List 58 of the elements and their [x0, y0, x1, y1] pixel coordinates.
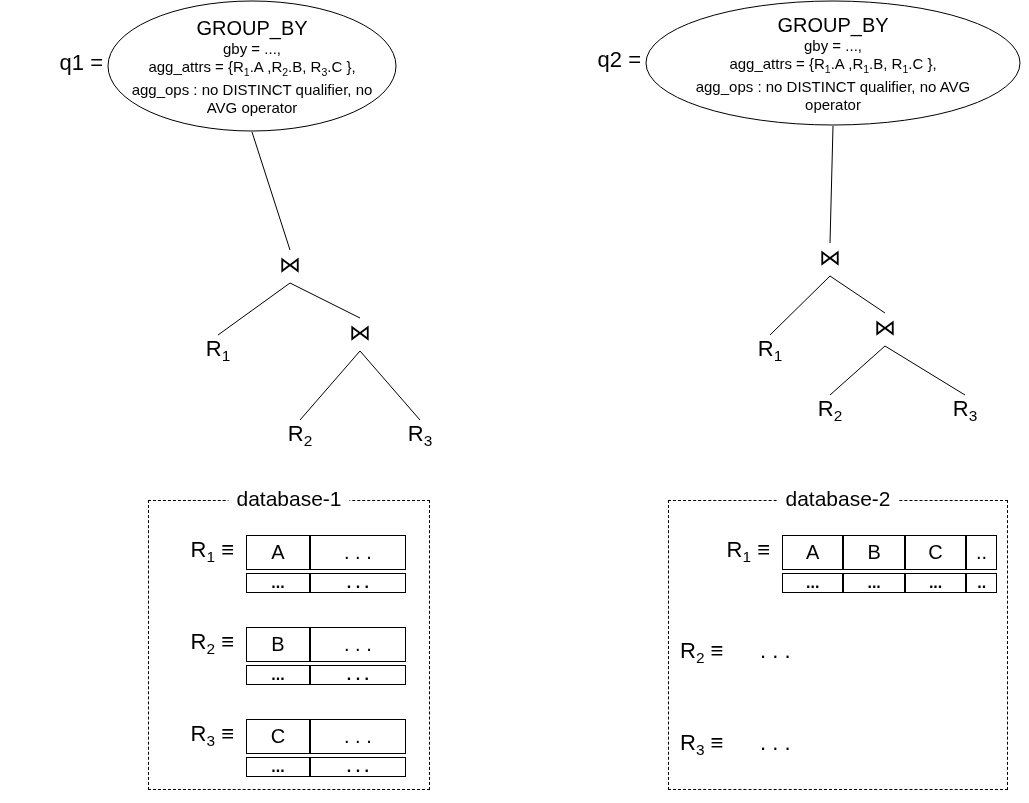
- table-cell: ...: [782, 573, 844, 593]
- table-cell: ..: [966, 573, 997, 593]
- ellipsis-text: . . .: [760, 730, 791, 756]
- table-cell: . . .: [309, 665, 406, 685]
- operator-parameter: gby = ...,: [804, 36, 862, 55]
- join-symbol: ⋈: [279, 252, 301, 278]
- beside-text: q1 =: [59, 50, 103, 76]
- relation-name: R$_{1}$: [205, 336, 231, 366]
- tree-line: [829, 125, 834, 244]
- tree-line: [251, 131, 291, 251]
- relation-label: R$_{3}$ ≡: [680, 730, 724, 760]
- table-cell: . . .: [309, 535, 406, 570]
- table-cell: A: [246, 535, 310, 570]
- operator-parameter: agg_attrs = {R$_{1}$.A ,R$_{2}$.B, R$_{3}$.C },: [148, 57, 356, 80]
- table-cell: ...: [904, 573, 967, 593]
- tree-line: [829, 345, 886, 396]
- operator-name: GROUP_BY: [196, 15, 308, 40]
- table-cell: ...: [246, 665, 310, 685]
- beside-text: R$_{2}$ ≡: [190, 629, 234, 659]
- beside-text: q2 =: [597, 47, 641, 73]
- operator-parameter: agg_ops : no DISTINCT qualifier, no AVG operator: [694, 77, 972, 114]
- table-cell: ...: [246, 573, 310, 593]
- table-cell: B: [246, 627, 310, 662]
- beside-text: R$_{1}$ ≡: [190, 537, 234, 567]
- join-symbol: ⋈: [819, 245, 841, 271]
- tree-line: [829, 275, 886, 314]
- relation-name: R$_{2}$: [287, 421, 313, 451]
- join-symbol: ⋈: [874, 315, 896, 341]
- tree-line: [769, 275, 831, 336]
- tree-line: [884, 345, 966, 396]
- table-cell: . . .: [309, 573, 406, 593]
- table-cell: C: [246, 719, 310, 754]
- ellipsis-text: . . .: [760, 638, 791, 664]
- beside-text: R$_{3}$ ≡: [190, 721, 234, 751]
- operator-parameter: agg_attrs = {R$_{1}$.A ,R$_{1}$.B, R$_{1}$.C },: [729, 54, 937, 77]
- table-cell: C: [904, 535, 967, 570]
- table-cell: . . .: [309, 757, 406, 777]
- relation-label: R$_{2}$ ≡: [680, 638, 724, 668]
- relation-name: R$_{3}$: [952, 396, 978, 426]
- relation-name: R$_{3}$: [407, 421, 433, 451]
- operator-name: GROUP_BY: [777, 12, 889, 37]
- table-cell: ...: [843, 573, 905, 593]
- operator-parameter: agg_ops : no DISTINCT qualifier, no AVG operator: [130, 80, 374, 117]
- tree-line: [289, 282, 361, 319]
- beside-text: R$_{1}$ ≡: [726, 537, 770, 567]
- operator-parameter: gby = ...,: [223, 39, 281, 58]
- relation-name: R$_{2}$: [817, 396, 843, 426]
- join-symbol: ⋈: [349, 320, 371, 346]
- table-cell: ..: [966, 535, 997, 570]
- tree-line: [359, 350, 421, 421]
- relation-name: R$_{1}$: [757, 336, 783, 366]
- tree-line: [299, 350, 361, 421]
- tree-line: [217, 282, 291, 336]
- table-cell: A: [782, 535, 844, 570]
- table-cell: . . .: [309, 627, 406, 662]
- table-cell: . . .: [309, 719, 406, 754]
- table-cell: ...: [246, 757, 310, 777]
- table-cell: B: [843, 535, 905, 570]
